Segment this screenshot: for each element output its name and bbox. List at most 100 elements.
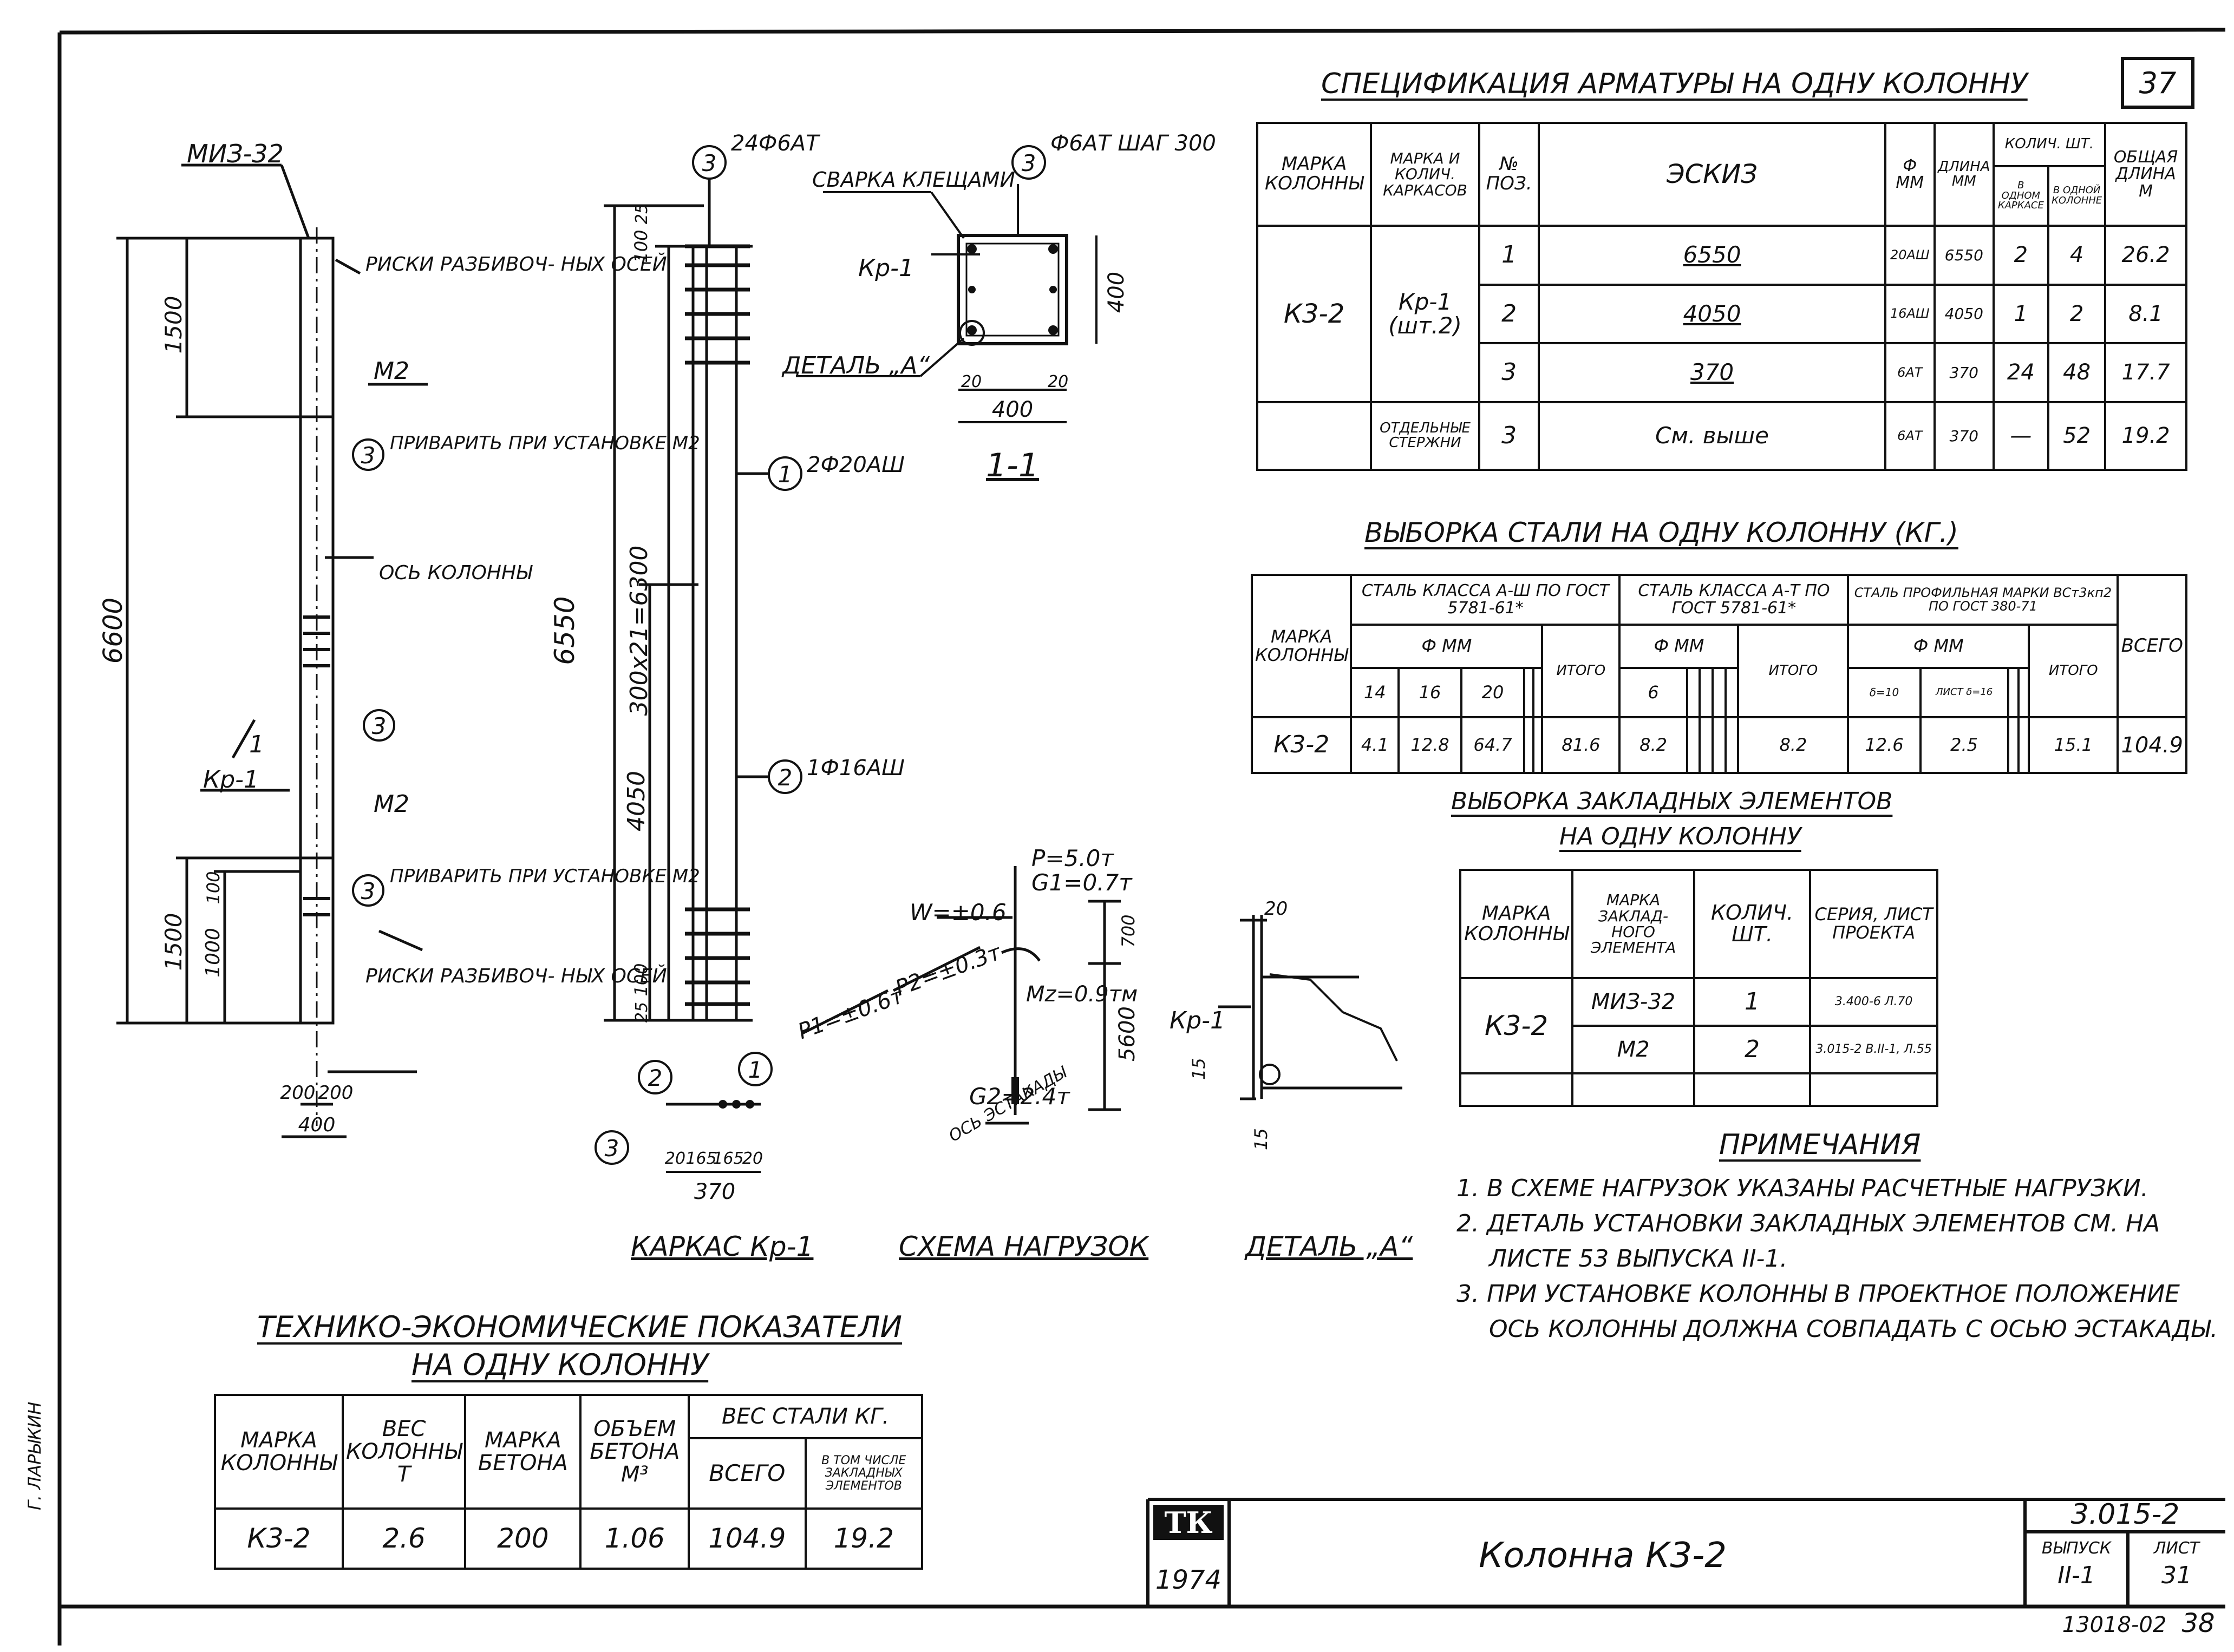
- svg-text:2: 2: [648, 1065, 663, 1091]
- tep-h-steel: ВЕС СТАЛИ КГ.: [688, 1394, 923, 1439]
- spec-sketch: 370: [1538, 342, 1886, 403]
- tep-h-weight: ВЕС КОЛОННЫ Т: [341, 1394, 467, 1510]
- frame-dim-100-top: 100: [631, 230, 651, 263]
- emb-h-col-mark: МАРКА КОЛОННЫ: [1459, 869, 1574, 979]
- spec-dia: 16АШ: [1884, 283, 1936, 345]
- spec-h-per-column: В ОДНОЙ КОЛОННЕ: [2047, 165, 2107, 227]
- frame-dim-4050: 4050: [623, 771, 650, 831]
- spec-pos: 3: [1478, 401, 1540, 471]
- svg-text:1: 1: [748, 1057, 763, 1083]
- frame-dim-25-bottom: 25: [632, 1002, 651, 1022]
- spec-h-mark: МАРКА КОЛОННЫ: [1256, 122, 1373, 227]
- note-item: ЛИСТЕ 53 ВЫПУСКА II-1.: [1489, 1245, 1788, 1273]
- callout-circle: [352, 438, 395, 907]
- emb-el: МИЗ-32: [1571, 977, 1695, 1027]
- risk-label-top: РИСКИ РАЗБИВОЧ- НЫХ ОСЕЙ: [365, 253, 667, 276]
- detail-kr1-label: Кр-1: [1170, 1007, 1225, 1034]
- emb-h-qty: КОЛИЧ. ШТ.: [1693, 869, 1812, 979]
- steel-value: 2.5: [1919, 716, 2009, 774]
- title-issue: II-1: [2057, 1562, 2095, 1589]
- note-item: 2. ДЕТАЛЬ УСТАНОВКИ ЗАКЛАДНЫХ ЭЛЕМЕНТОВ …: [1456, 1210, 2160, 1237]
- svg-text:1: 1: [778, 461, 793, 488]
- load-p: P=5.0т: [1031, 845, 1114, 871]
- spec-frame-mark: Кр-1 (шт.2): [1370, 225, 1480, 403]
- weld-tongs-label: СВАРКА КЛЕЩАМИ: [812, 168, 1015, 192]
- dim-1500-bottom: 1500: [160, 913, 187, 971]
- steel-mark: К3-2: [1250, 716, 1353, 774]
- embedded-title-1: ВЫБОРКА ЗАКЛАДНЫХ ЭЛЕМЕНТОВ: [1451, 788, 1893, 815]
- spec-len: 370: [1933, 342, 1995, 403]
- title-name: Колонна К3-2: [1479, 1536, 1727, 1576]
- column-axis-label: ОСЬ КОЛОННЫ: [379, 562, 533, 584]
- steel-h-group1: СТАЛЬ КЛАССА А-Ш ПО ГОСТ 5781-61*: [1350, 574, 1621, 626]
- tep-volume: 1.06: [579, 1507, 690, 1570]
- steel-dia: 16: [1397, 666, 1462, 719]
- title-issue-label: ВЫПУСК: [2042, 1539, 2112, 1558]
- m2-label-bottom: М2: [374, 790, 409, 818]
- spec-sketch: 4050: [1538, 283, 1886, 345]
- steel-empty: [1686, 716, 1701, 774]
- steel-h-grand: ВСЕГО: [2117, 573, 2187, 719]
- embedded-table: МАРКА КОЛОННЫ МАРКА ЗАКЛАД- НОГО ЭЛЕМЕНТ…: [1459, 869, 1938, 1107]
- section-detail-label: ДЕТАЛЬ „А“: [781, 352, 930, 379]
- load-scheme: P=5.0т G1=0.7т W=±0.6 P1=±0.6т P2=±0.3т …: [795, 845, 1150, 1262]
- spec-per-frame: —: [1992, 401, 2050, 471]
- steel-dia: δ=10: [1847, 666, 1922, 719]
- column-elevation: 3 3 3 МИЗ-32 РИСКИ РАЗБИВОЧ- НЫХ ОСЕЙ М2…: [98, 139, 700, 1138]
- spec-len: 370: [1933, 401, 1995, 471]
- steel-total: 15.1: [2028, 716, 2119, 774]
- steel-dia-empty: [1532, 666, 1544, 719]
- emb-col-mark: К3-2: [1459, 977, 1574, 1074]
- dim-200-left: 200: [280, 1082, 316, 1104]
- load-scheme-title: СХЕМА НАГРУЗОК: [899, 1231, 1150, 1262]
- steel-h-dia3: Ф ММ: [1847, 623, 2030, 669]
- frame-dim-20-right: 20: [742, 1149, 763, 1168]
- tep-h-mark: МАРКА КОЛОННЫ: [214, 1394, 344, 1510]
- spec-h-len: ДЛИНА ММ: [1933, 122, 1995, 227]
- steel-empty: [1523, 716, 1534, 774]
- embedded-title-2: НА ОДНУ КОЛОННУ: [1559, 823, 1801, 850]
- emb-empty: [1459, 1072, 1574, 1107]
- dim-100: 100: [203, 871, 224, 904]
- load-p1: P1=±0.6т: [795, 983, 908, 1044]
- steel-dia: 20: [1460, 666, 1525, 719]
- spec-h-total: ОБЩАЯ ДЛИНА М: [2104, 122, 2187, 227]
- steel-h-group2: СТАЛЬ КЛАССА А-Т ПО ГОСТ 5781-61*: [1618, 574, 1850, 626]
- steel-h-total3: ИТОГО: [2028, 623, 2119, 719]
- spec-sketch: 6550: [1538, 225, 1886, 286]
- emb-series: 3.400-6 Л.70: [1809, 977, 1938, 1027]
- spec-len: 6550: [1933, 225, 1995, 286]
- spec-pos: 2: [1478, 283, 1540, 345]
- steel-dia-empty: [1523, 666, 1534, 719]
- spec-per-column: 2: [2047, 283, 2107, 345]
- spec-per-column: 4: [2047, 225, 2107, 286]
- steel-empty: [2007, 716, 2020, 774]
- spec-pos: 1: [1478, 225, 1540, 286]
- steel-empty: [1532, 716, 1544, 774]
- dim-200-right: 200: [318, 1082, 354, 1104]
- detail-dim-20: 20: [1264, 898, 1288, 920]
- tep-concrete: 200: [464, 1507, 582, 1570]
- spec-total: 17.7: [2104, 342, 2187, 403]
- steel-h-dia1: Ф ММ: [1350, 623, 1544, 669]
- tep-h-volume: ОБЪЕМ БЕТОНА М³: [579, 1394, 690, 1510]
- steel-dia-empty: [1724, 666, 1740, 719]
- weld-label-top: ПРИВАРИТЬ ПРИ УСТАНОВКЕ М2: [390, 432, 700, 454]
- spec-dia: 20АШ: [1884, 225, 1936, 286]
- spec-sketch: См. выше: [1538, 401, 1886, 471]
- svg-text:3: 3: [605, 1135, 619, 1162]
- section-dim-400-vertical: 400: [1104, 272, 1129, 313]
- spec-per-column: 48: [2047, 342, 2107, 403]
- steel-h-dia2: Ф ММ: [1618, 623, 1740, 669]
- load-w: W=±0.6: [910, 899, 1007, 926]
- load-dim-700: 700: [1118, 914, 1139, 947]
- steel-dia-empty: [2017, 666, 2030, 719]
- frame-mark-label: Кр-1: [203, 766, 259, 794]
- emb-empty: [1809, 1072, 1938, 1107]
- steel-title: ВЫБОРКА СТАЛИ НА ОДНУ КОЛОННУ (КГ.): [1364, 517, 1958, 548]
- weld-label-bottom: ПРИВАРИТЬ ПРИ УСТАНОВКЕ М2: [390, 866, 700, 887]
- tep-title-2: НА ОДНУ КОЛОННУ: [411, 1348, 709, 1382]
- spec-pos: 3: [1478, 342, 1540, 403]
- frame-dim-6550: 6550: [549, 596, 580, 665]
